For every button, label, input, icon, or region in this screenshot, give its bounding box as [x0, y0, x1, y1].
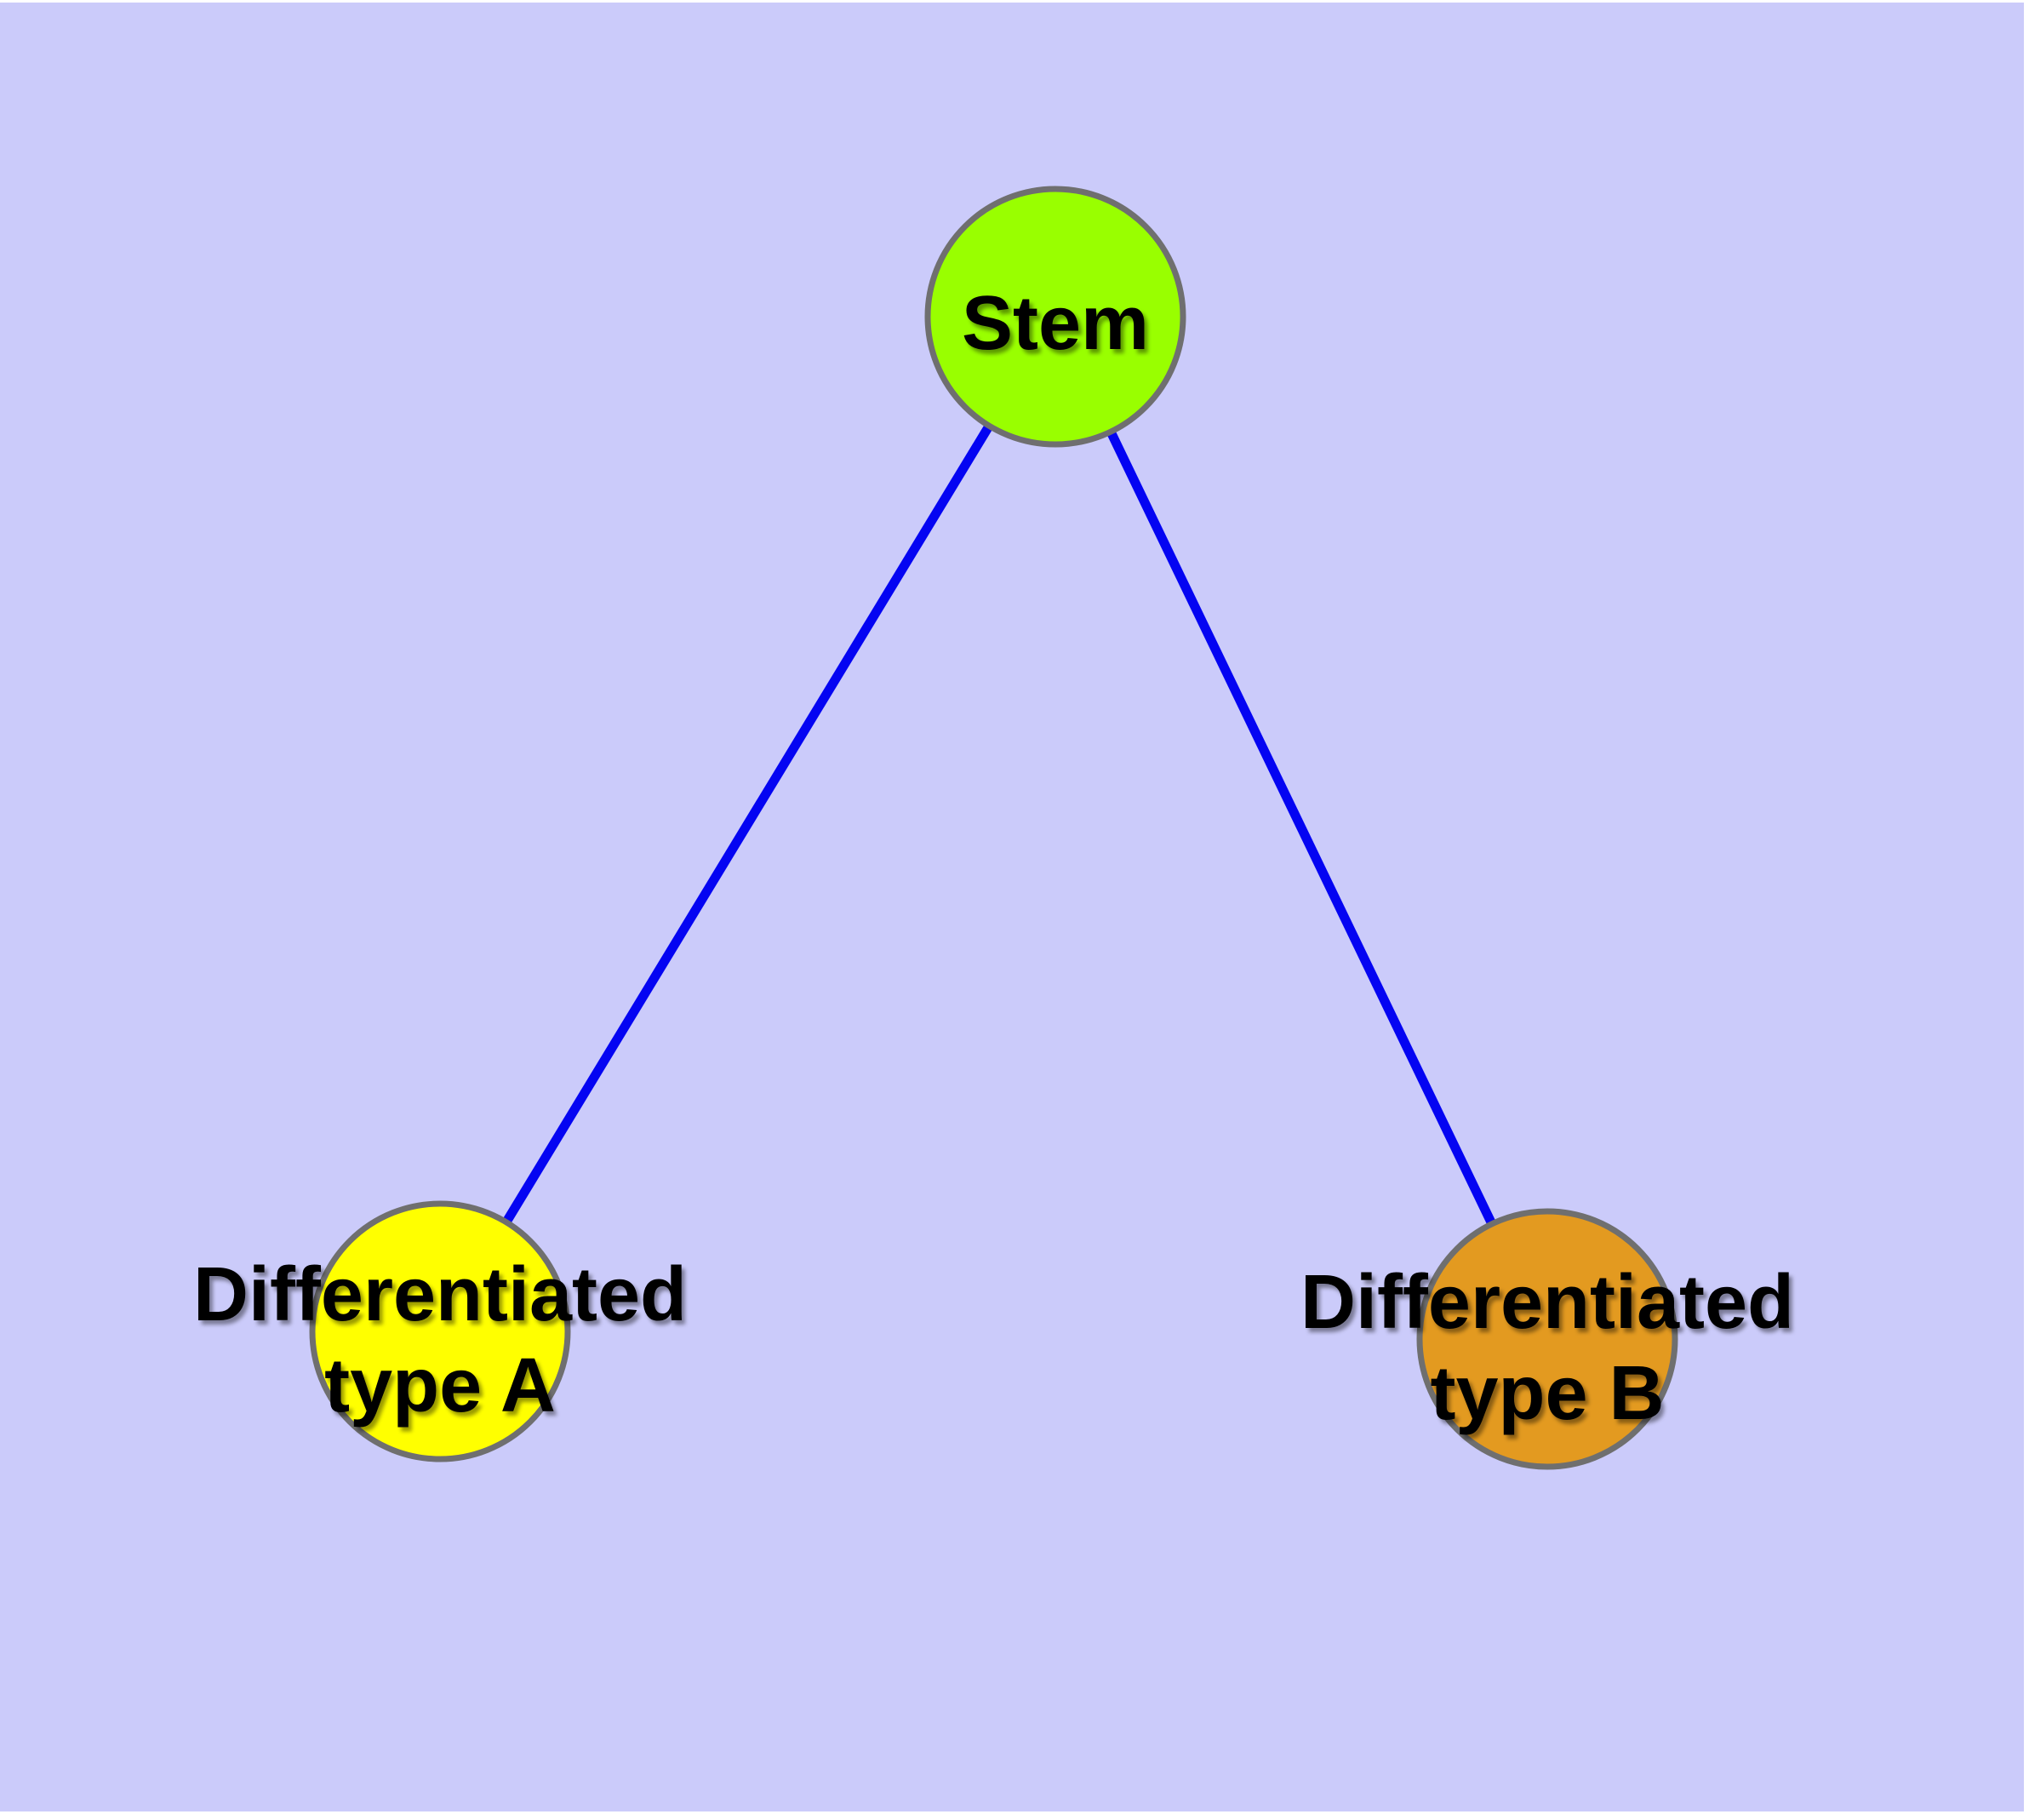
type-a-label-line2: type A: [324, 1343, 556, 1428]
type-b-label-line2: type B: [1430, 1351, 1664, 1436]
edge-stem-to-type-a: [436, 314, 1060, 1334]
type-a-label-line1: Differentiated: [193, 1252, 687, 1337]
stem-node: [924, 186, 1186, 448]
stem-node-label: Stem: [962, 281, 1149, 366]
type-b-node: [1416, 1208, 1678, 1470]
edge-stem-to-type-b: [1051, 314, 1552, 1342]
type-a-node: [309, 1200, 571, 1462]
type-b-label-line1: Differentiated: [1300, 1260, 1794, 1345]
